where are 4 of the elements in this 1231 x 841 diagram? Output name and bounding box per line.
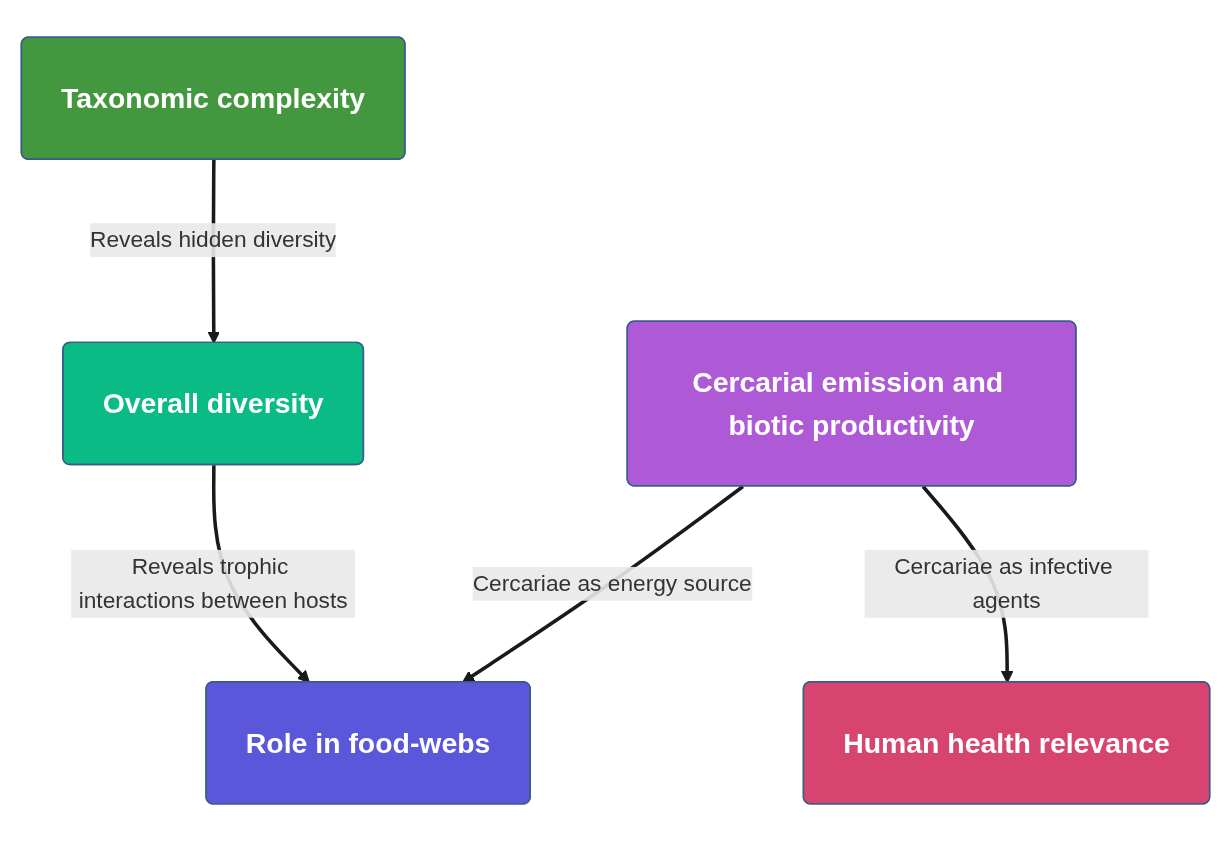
edge-label: Reveals trophic interactions between hosts — [78, 553, 348, 613]
edge-label: Cercariae as energy source — [472, 571, 752, 596]
edge-label: Reveals hidden diversity — [90, 227, 337, 252]
edge-label: Cercariae as infective agents — [894, 553, 1113, 613]
